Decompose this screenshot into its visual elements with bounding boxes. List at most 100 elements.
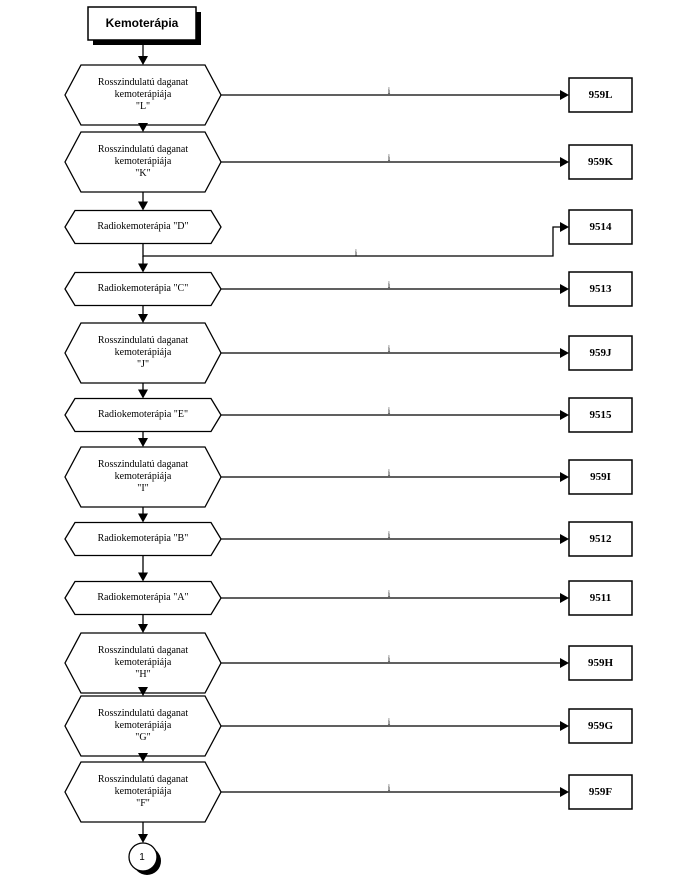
decision-label-line: kemoterápiája [114,347,172,358]
decision-label-line: Rosszindulatú daganat [97,708,189,719]
decision-label-line: kemoterápiája [114,786,172,797]
edge-label: i [387,530,391,540]
start-title: Kemoterápia [105,16,179,30]
decision-label-line: "K" [135,168,151,179]
decision-label-line: Rosszindulatú daganat [97,459,189,470]
decision-hexagon [64,209,222,245]
decision-label-line: Rosszindulatú daganat [97,77,189,88]
branch-arrow [560,721,569,731]
code-box [568,335,633,371]
decision-label-line: Radiokemoterápia "B" [97,533,189,544]
decision-label-line: "H" [135,669,151,680]
code-box-label: 959K [587,156,614,168]
flow-arrow [138,687,148,696]
decision-hexagon [64,322,222,384]
decision-label-line: Rosszindulatú daganat [97,645,189,656]
decision-hexagon [64,446,222,508]
flow-arrow [138,123,148,132]
edge-label: i [387,468,391,478]
decision-label-line: kemoterápiája [114,156,172,167]
code-box-label: 959L [588,89,613,101]
flow-arrow [138,753,148,762]
decision-label-line: Rosszindulatú daganat [97,335,189,346]
decision-label-line: kemoterápiája [114,657,172,668]
branch-arrow [560,410,569,420]
code-box [568,397,633,433]
decision-label-line: kemoterápiája [114,471,172,482]
decision-label-line: Radiokemoterápia "C" [97,283,189,294]
decision-label-line: Radiokemoterápia "E" [97,409,189,420]
flow-arrow [138,624,148,633]
edge-label: i [387,153,391,163]
flow-arrow [138,572,148,582]
decision-label-line: kemoterápiája [114,720,172,731]
start-box [87,6,197,41]
decision-label-line: "G" [135,732,151,743]
code-box-label: 9513 [589,283,612,295]
branch-arrow [560,472,569,482]
flow-arrow [138,201,148,211]
flow-arrow [138,834,148,843]
edge-label: i [387,783,391,793]
code-box [568,580,633,616]
flow-arrow [138,263,148,273]
code-box-label: 959I [590,471,611,483]
decision-hexagon [64,695,222,757]
edge-label: i [387,86,391,96]
branch-arrow [560,157,569,167]
code-box [568,708,633,744]
code-box-label: 959H [587,657,614,669]
edge-label: i [387,717,391,727]
decision-hexagon [64,131,222,193]
branch-arrow [560,222,569,232]
decision-label-line: "I" [137,483,149,494]
branch-arrow [560,90,569,100]
decision-label-line: kemoterápiája [114,89,172,100]
decision-hexagon [64,64,222,126]
edge-label: i [354,248,358,258]
flow-arrow [138,389,148,399]
code-box [568,645,633,681]
flow-arrow [138,314,148,323]
decision-label-line: Rosszindulatú daganat [97,774,189,785]
decision-hexagon [64,580,222,616]
decision-hexagon [64,521,222,557]
offpage-connector [128,842,158,872]
code-box [568,774,633,810]
decision-hexagon [64,271,222,307]
decision-hexagon [64,761,222,823]
decision-label-line: "J" [136,359,150,370]
code-box-label: 9512 [589,533,612,545]
branch-arrow [560,787,569,797]
branch-arrow [560,593,569,603]
code-box-label: 9515 [589,409,612,421]
decision-label-line: Rosszindulatú daganat [97,144,189,155]
edge-label: i [387,280,391,290]
edge-label: i [387,589,391,599]
flow-arrow [138,438,148,447]
decision-label-line: Radiokemoterápia "D" [97,221,189,232]
code-box [568,209,633,245]
branch-arrow [560,348,569,358]
decision-hexagon [64,632,222,694]
branch-arrow [560,284,569,294]
branch-arrow [560,658,569,668]
code-box-label: 9514 [589,221,612,233]
edge-label: i [387,344,391,354]
code-box-label: 959J [589,347,612,359]
decision-label-line: "L" [135,101,151,112]
code-box-label: 9511 [589,592,612,604]
offpage-connector-label: 1 [139,852,145,863]
flow-arrow-start [138,56,148,65]
branch-arrow [560,534,569,544]
code-box-label: 959G [587,720,614,732]
code-box [568,77,633,113]
edge-label: i [387,654,391,664]
flow-arrow [138,513,148,523]
edge-label: i [387,406,391,416]
code-box-label: 959F [588,786,613,798]
decision-label-line: Radiokemoterápia "A" [97,592,189,603]
decision-label-line: "F" [136,798,150,809]
